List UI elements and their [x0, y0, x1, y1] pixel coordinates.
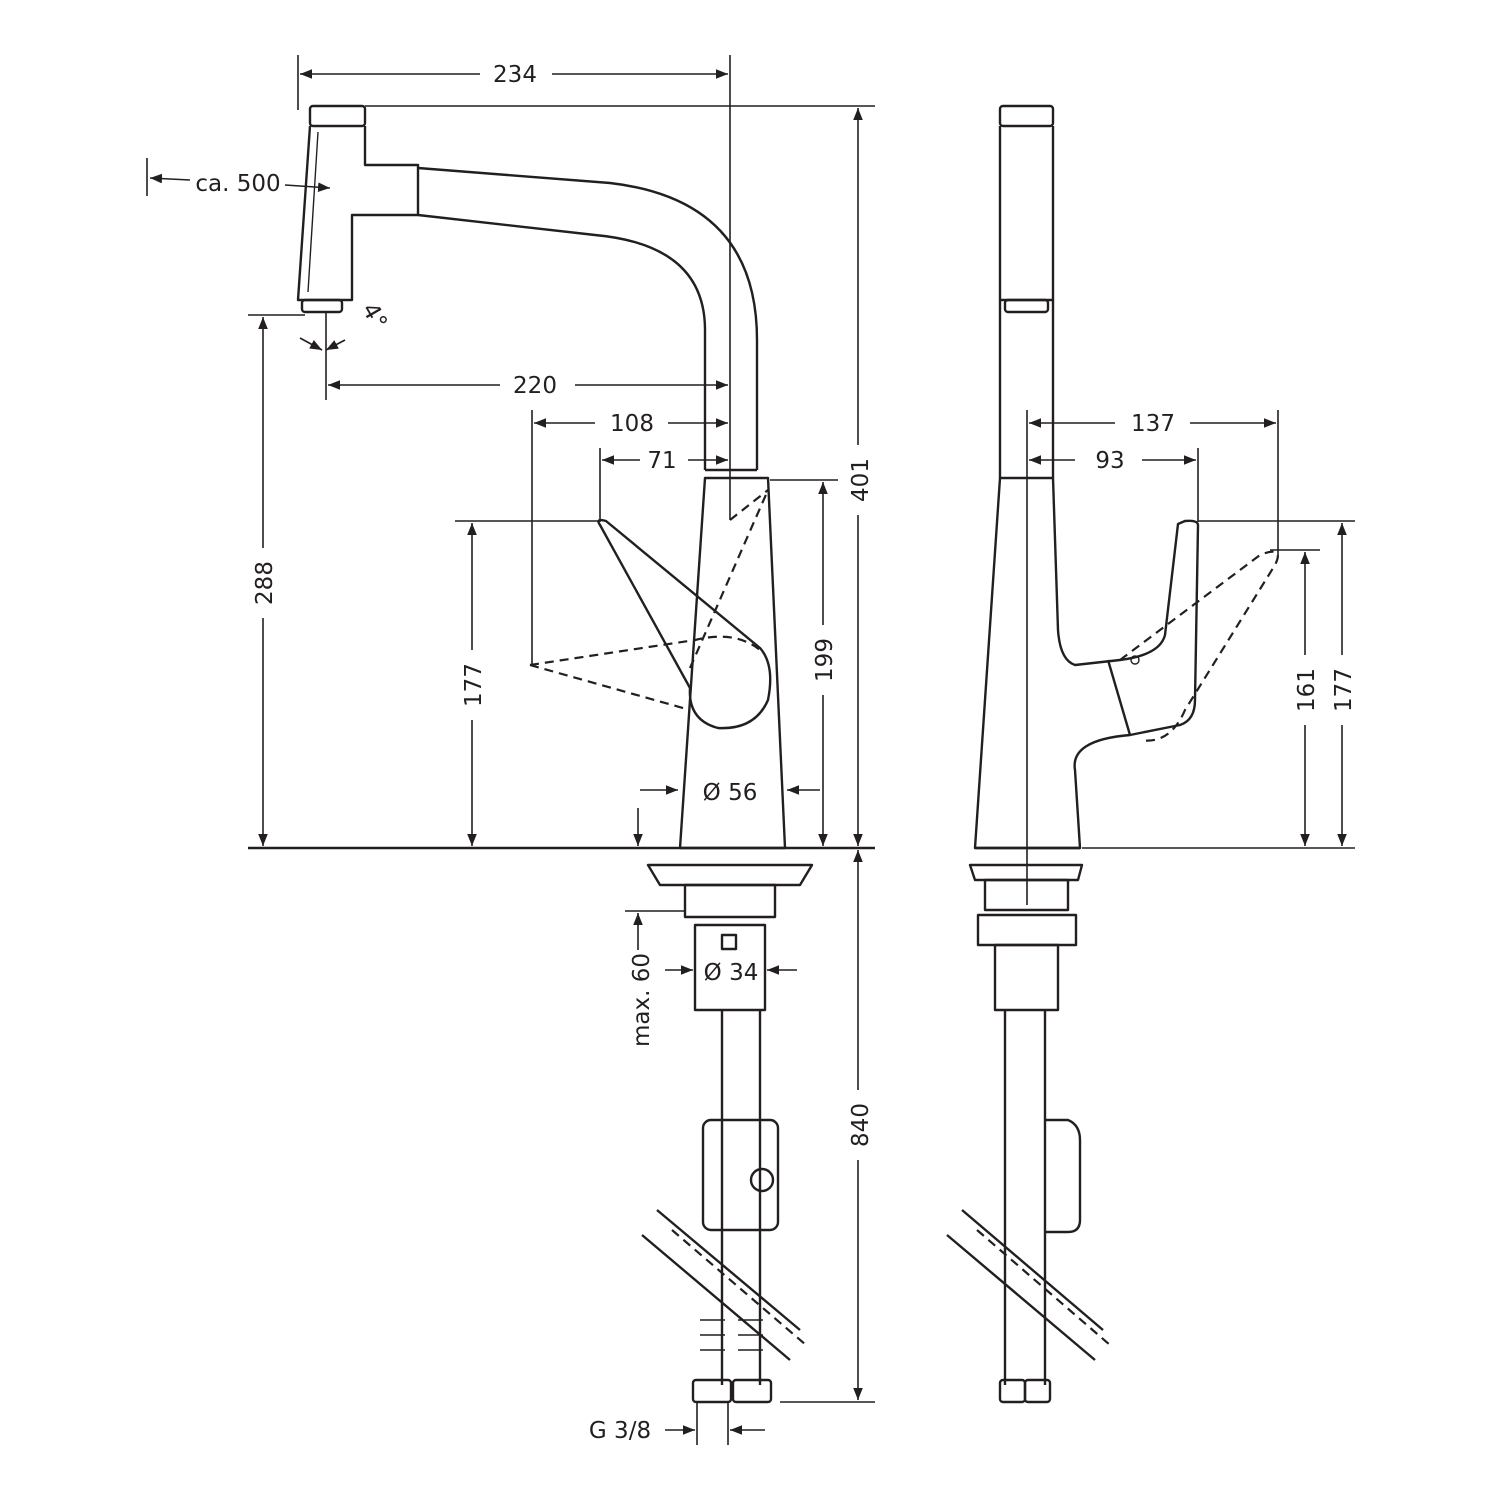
- dim-220-label: 220: [513, 373, 557, 399]
- dim-177-front-label: 177: [461, 663, 487, 707]
- spout: [417, 166, 759, 472]
- dim-401-label: 401: [848, 458, 874, 502]
- dim-71-label: 71: [647, 448, 676, 474]
- front-view: [248, 104, 875, 1404]
- dim-shank-diameter-label: Ø 34: [704, 960, 759, 986]
- dim-840-label: 840: [848, 1103, 874, 1147]
- dim-108-label: 108: [610, 411, 654, 437]
- dim-199-label: 199: [812, 638, 838, 682]
- dim-137-label: 137: [1131, 411, 1175, 437]
- dim-body-diameter-label: Ø 56: [703, 780, 758, 806]
- dim-288-label: 288: [252, 561, 278, 605]
- mounting: [641, 863, 814, 1404]
- side-view: [946, 104, 1279, 1404]
- lever: [529, 489, 772, 730]
- dim-pullout-label: ca. 500: [195, 171, 280, 197]
- dim-angle-label: 4°: [356, 299, 392, 335]
- dim-93-label: 93: [1095, 448, 1124, 474]
- dim-max-thickness-label: max. 60: [629, 953, 655, 1047]
- dim-234-label: 234: [493, 62, 537, 88]
- side-dimensions: 137 93 161 177: [1026, 410, 1357, 905]
- dim-161-label: 161: [1294, 668, 1320, 712]
- front-dimensions: 234 ca. 500 4° 220 108 71 401 199 177: [146, 55, 875, 1445]
- dim-connection-label: G 3/8: [589, 1418, 651, 1444]
- dim-177-side-label: 177: [1331, 668, 1357, 712]
- spray-head: [296, 104, 420, 314]
